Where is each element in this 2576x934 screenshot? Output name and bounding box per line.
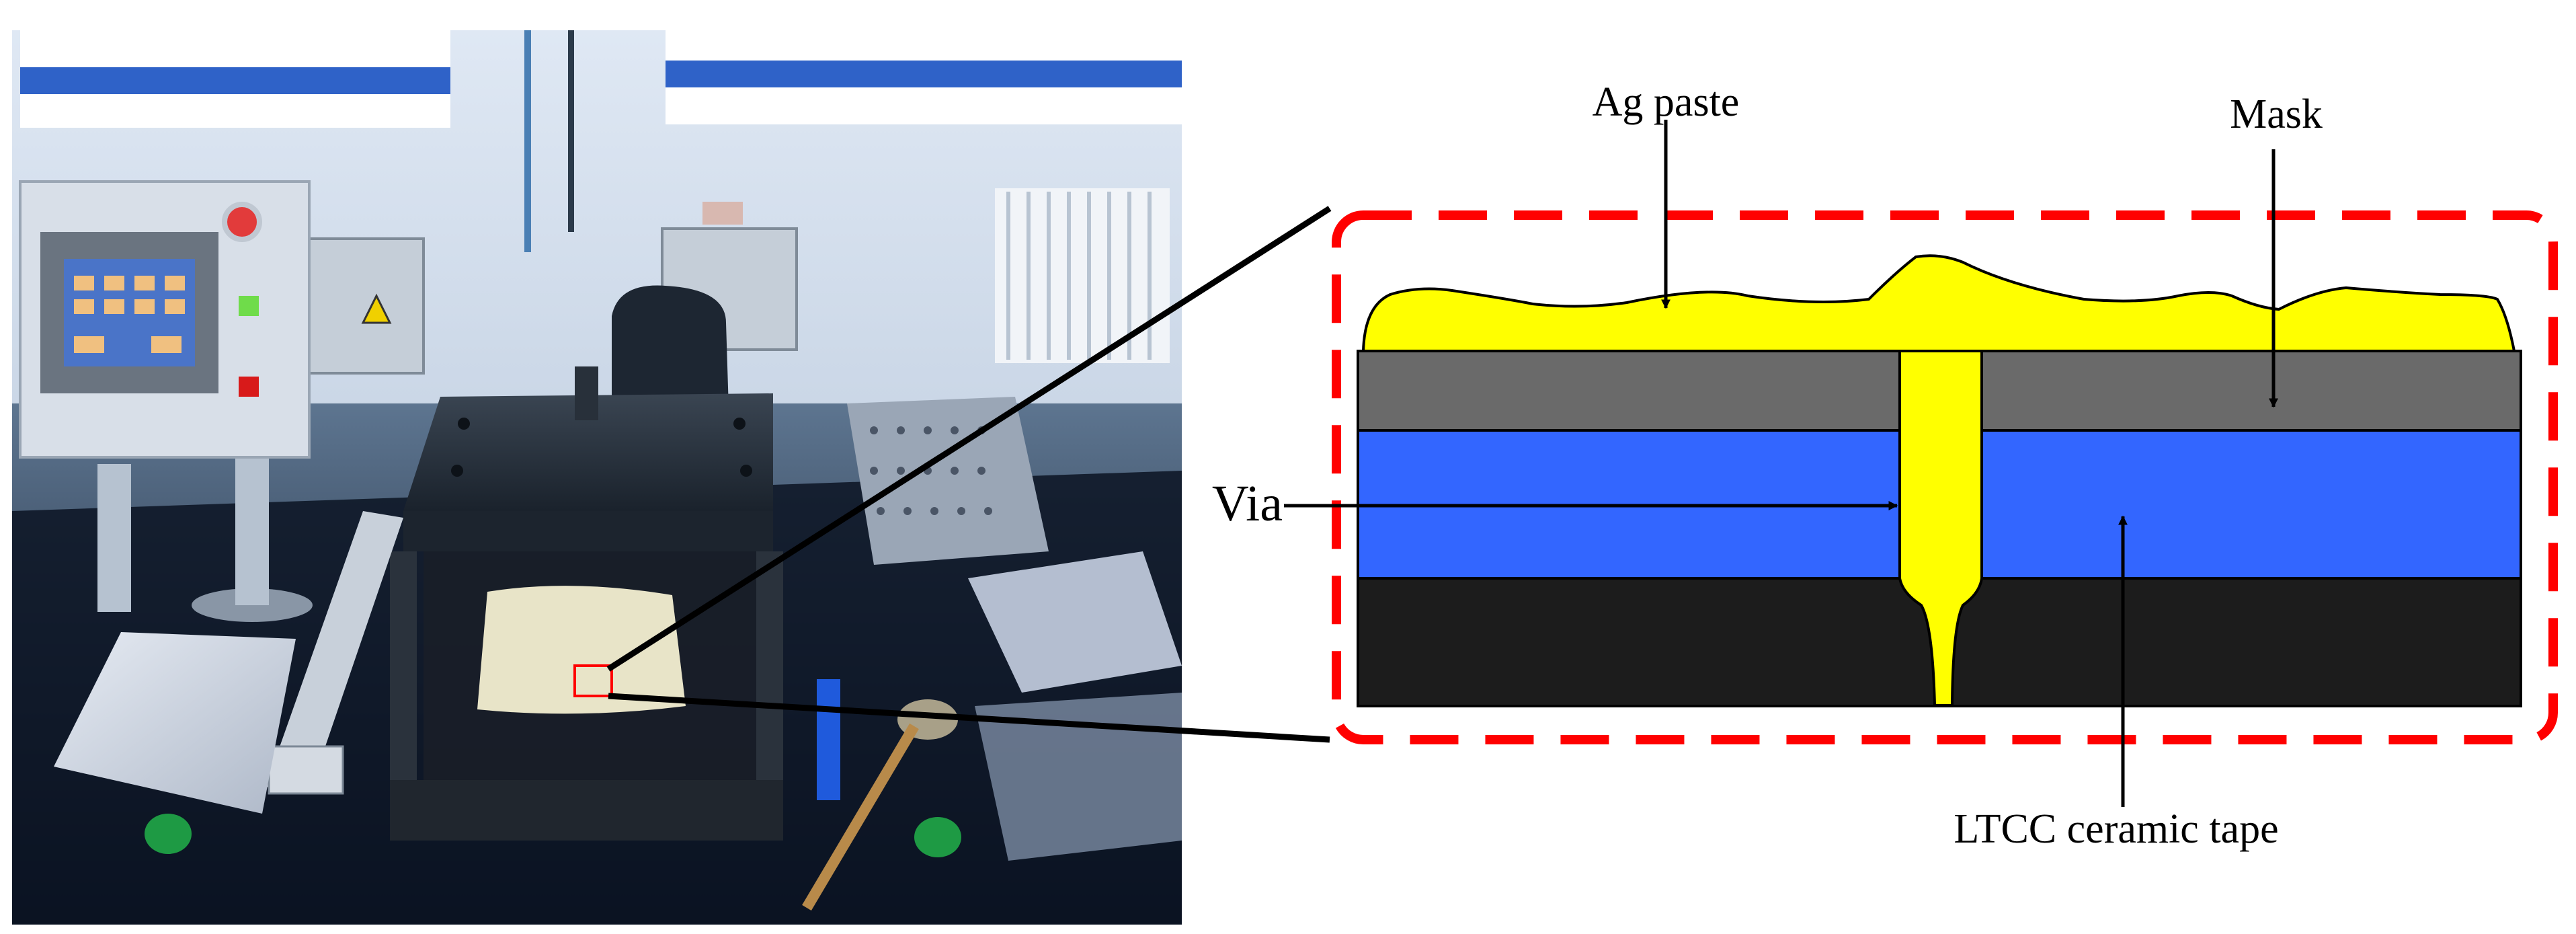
callout-frame <box>1332 210 2558 744</box>
callout-line-top <box>606 206 1332 672</box>
green-button-right <box>914 817 961 857</box>
blue-marker <box>817 679 840 800</box>
label-ag-paste: Ag paste <box>1593 79 1740 125</box>
plaque <box>702 202 743 225</box>
highlight-box <box>573 664 613 697</box>
pipe <box>524 30 531 252</box>
ag-paste-layer <box>1361 254 2516 352</box>
window-frame-right <box>666 61 1182 87</box>
radiator <box>995 188 1170 363</box>
rail-carriage <box>268 745 344 795</box>
callout-line-bottom <box>608 693 1330 743</box>
screen-printer <box>390 366 783 841</box>
annotation-arrows <box>1284 120 2278 807</box>
stencil-sheet <box>975 693 1182 861</box>
paste-on-substrate <box>477 586 686 714</box>
green-button-left <box>145 814 192 854</box>
via-fill <box>1898 350 1983 707</box>
paper-stack <box>54 632 296 814</box>
control-panel <box>19 180 313 622</box>
spatula <box>802 723 919 911</box>
label-mask: Mask <box>2230 91 2323 137</box>
mask-stack <box>847 397 1049 565</box>
label-via: Via <box>1212 475 1283 532</box>
stencil-sheet <box>968 551 1182 693</box>
label-ltcc: LTCC ceramic tape <box>1954 806 2278 852</box>
window-frame-left <box>20 67 450 94</box>
electrical-box <box>294 237 425 375</box>
warning-sign <box>361 293 392 324</box>
cross-section-diagram <box>1332 210 2558 744</box>
linear-rail <box>266 511 403 793</box>
lab-photo <box>12 30 1182 925</box>
pipe <box>568 30 574 232</box>
